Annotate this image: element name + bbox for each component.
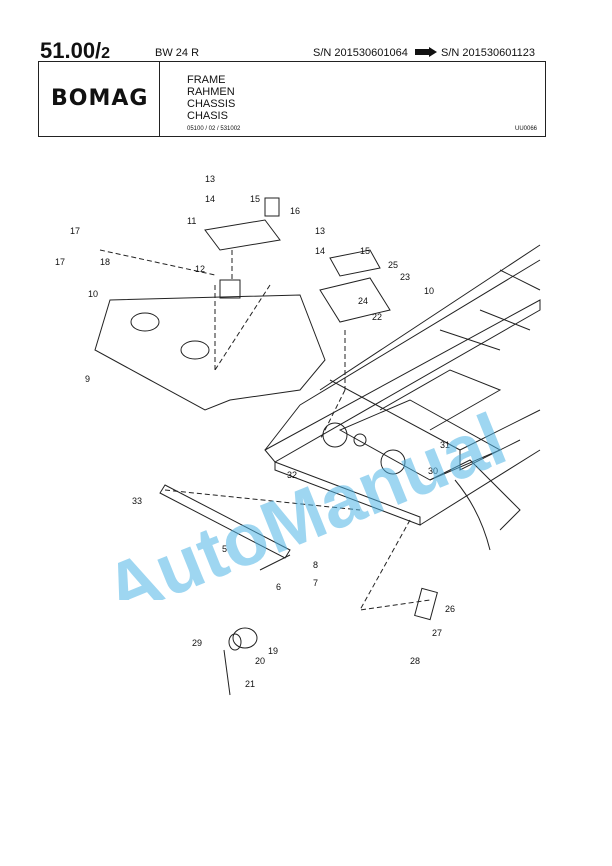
cover-plate-hole-1 [130, 312, 160, 332]
callout-13b: 13 [315, 226, 325, 236]
callout-18: 18 [100, 257, 110, 267]
leader-lines [99, 249, 431, 611]
arrow-right-icon [415, 47, 437, 57]
drum-19 [232, 627, 258, 649]
callout-23: 23 [400, 272, 410, 282]
frame-hole-2 [380, 449, 406, 475]
callout-16: 16 [290, 206, 300, 216]
callout-labels: 13 14 15 16 11 17 17 18 12 10 9 13 14 15… [55, 174, 455, 689]
callout-12: 12 [195, 264, 205, 274]
callout-17a: 17 [70, 226, 80, 236]
title-de: RAHMEN [187, 86, 235, 98]
cover-22 [319, 277, 391, 323]
cover-plate [94, 294, 326, 411]
title-fr: CHASSIS [187, 98, 236, 110]
cover-plate-hole-2 [180, 340, 210, 360]
callout-17b: 17 [55, 257, 65, 267]
callout-26: 26 [445, 604, 455, 614]
callout-32: 32 [287, 470, 297, 480]
reference-code: 05100 / 02 / 531002 [187, 126, 241, 132]
rod-21 [223, 649, 231, 696]
callout-30: 30 [428, 466, 438, 476]
watermark: AutoManual [60, 300, 580, 633]
washer-20 [228, 633, 242, 651]
callout-27: 27 [432, 628, 442, 638]
callout-10b: 10 [424, 286, 434, 296]
callout-11: 11 [187, 216, 196, 226]
bomag-logo: BOMAG [51, 86, 149, 111]
callout-24: 24 [358, 296, 368, 306]
callout-14a: 14 [205, 194, 215, 204]
serial-to: S/N 201530601123 [441, 47, 535, 59]
callout-14b: 14 [315, 246, 325, 256]
title-divider [159, 62, 160, 136]
bracket-12 [219, 279, 241, 299]
callout-7: 7 [313, 578, 318, 588]
page-number-main: 51.00/ [40, 38, 102, 63]
title-es: CHASIS [187, 110, 228, 122]
title-en: FRAME [187, 74, 226, 86]
callout-15b: 15 [360, 246, 370, 256]
part-16 [264, 197, 280, 217]
frame-hole-3 [353, 433, 367, 447]
callout-28: 28 [410, 656, 420, 666]
title-block: BOMAG FRAME RAHMEN CHASSIS CHASIS 05100 … [38, 61, 546, 137]
callout-10a: 10 [88, 289, 98, 299]
callout-9: 9 [85, 374, 90, 384]
bracket-11 [204, 219, 281, 251]
callout-19: 19 [268, 646, 278, 656]
callout-13a: 13 [205, 174, 215, 184]
frame-lower-rail [419, 449, 541, 526]
frame-rail-upper [319, 244, 541, 391]
callout-29: 29 [192, 638, 202, 648]
frame-curve [454, 479, 491, 551]
serial-from: S/N 201530601064 [313, 47, 408, 59]
frame-rail-left [264, 259, 541, 451]
frame-bracket [379, 369, 502, 431]
pin-6 [259, 554, 291, 571]
callout-31: 31 [440, 440, 450, 450]
watermark-text: AutoManual [93, 397, 517, 600]
callout-8: 8 [313, 560, 318, 570]
frame-rail-top [264, 299, 541, 463]
frame-plate [338, 399, 502, 481]
exploded-parts-diagram: 13 14 15 16 11 17 17 18 12 10 9 13 14 15… [0, 150, 612, 710]
callout-15a: 15 [250, 194, 260, 204]
callout-5: 5 [222, 544, 227, 554]
diagram-svg: 13 14 15 16 11 17 17 18 12 10 9 13 14 15… [55, 174, 541, 696]
frame-ribs [439, 269, 541, 351]
callout-21: 21 [245, 679, 255, 689]
page-number-sub: 2 [101, 45, 111, 62]
callout-20: 20 [255, 656, 265, 666]
callout-33: 33 [132, 496, 142, 506]
drawing-number: UU0066 [514, 126, 537, 132]
callout-6: 6 [276, 582, 281, 592]
callout-22: 22 [372, 312, 382, 322]
callout-25: 25 [388, 260, 398, 270]
page-number: 51.00/2 [40, 38, 110, 64]
model-label: BW 24 R [155, 47, 200, 59]
watermark-svg: AutoManual [93, 397, 517, 633]
cover-23 [329, 249, 381, 277]
frame-mount [429, 459, 521, 531]
